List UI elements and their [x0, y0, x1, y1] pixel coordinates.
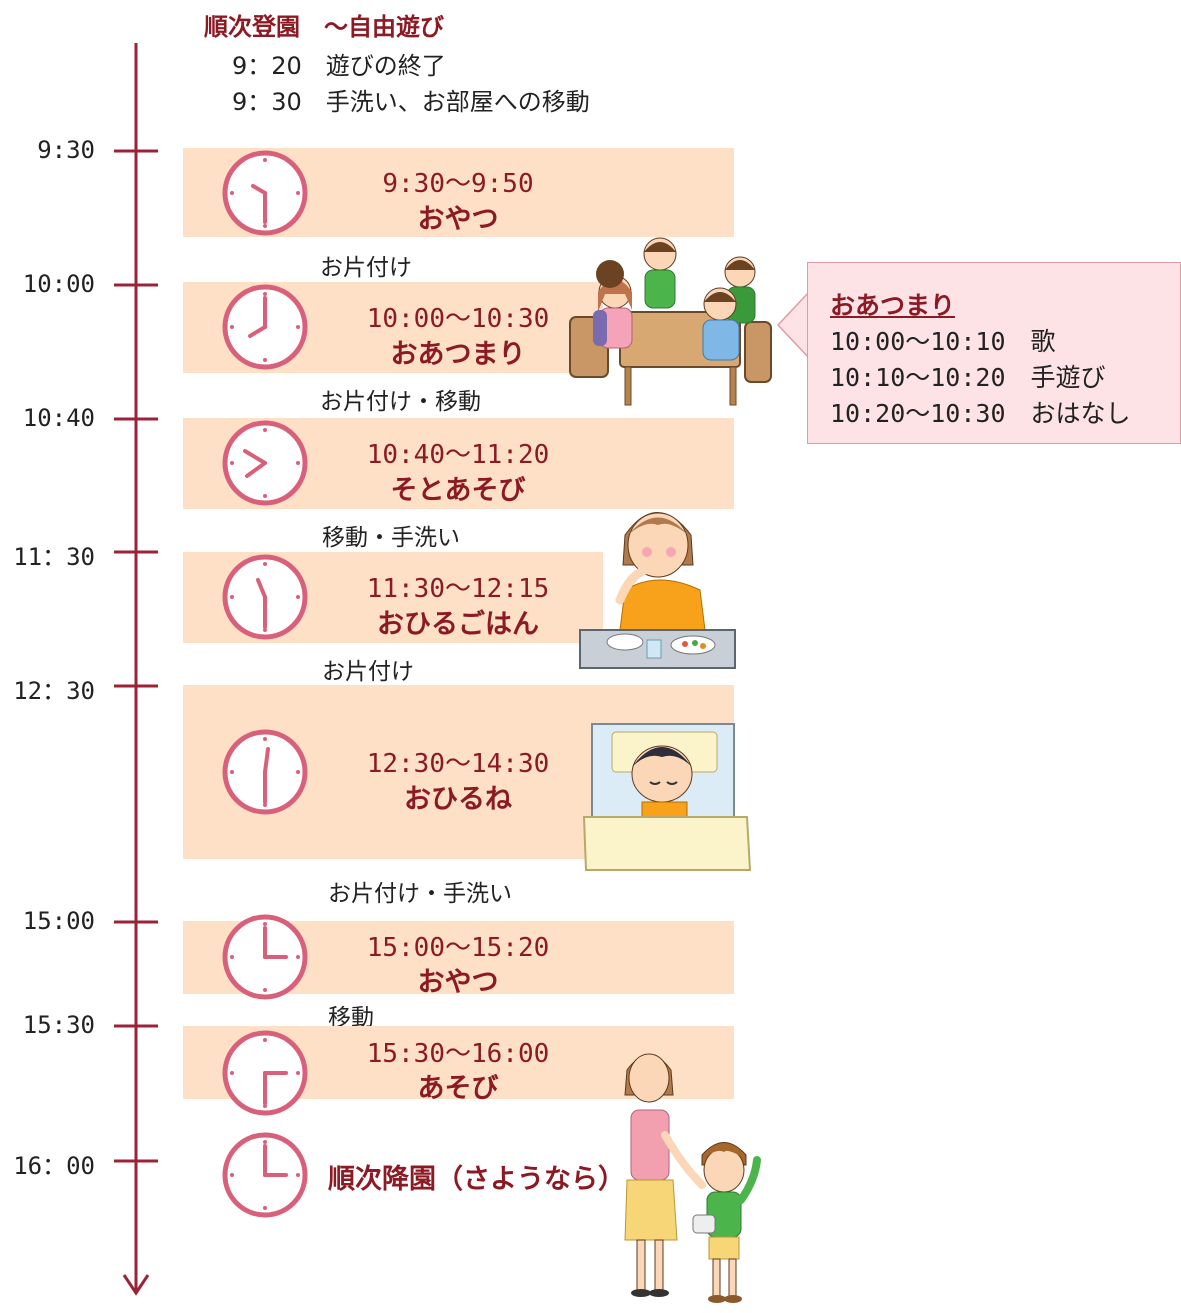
block-time: 11:30～12:15	[366, 574, 550, 604]
gathering-details-callout	[807, 262, 1181, 444]
transition-label: お片付け・手洗い	[328, 881, 512, 907]
block-time: 15:30～16:00	[366, 1039, 550, 1069]
block-name: あそび	[417, 1073, 499, 1104]
child-eating-illustration	[579, 512, 736, 669]
time-label: 10:40	[22, 404, 95, 432]
clock-icon	[222, 554, 308, 640]
clock-icon	[222, 420, 308, 506]
transition-label: 移動・手洗い	[322, 525, 460, 551]
block-name: そとあそび	[390, 475, 526, 506]
block-name: おあつまり	[390, 339, 526, 370]
clock-icon	[222, 1030, 308, 1116]
intro-line-1: 9：20 遊びの終了	[232, 52, 446, 80]
block-name: おやつ	[417, 204, 499, 235]
transition-label: お片付け	[320, 255, 412, 281]
block-name: おひるね	[404, 784, 512, 815]
time-label: 11：30	[13, 543, 95, 571]
block-name: おやつ	[417, 967, 499, 998]
children-gathering-illustration	[569, 237, 772, 406]
block-time: 10:00～10:30	[366, 304, 550, 334]
child-napping-illustration	[582, 723, 752, 871]
clock-icon	[222, 729, 308, 815]
callout-pointer	[776, 290, 810, 360]
intro-title: 順次登園 ～自由遊び	[204, 13, 444, 41]
time-label: 15:30	[22, 1011, 95, 1039]
block-time: 10:40～11:20	[366, 440, 550, 470]
block-name: おひるごはん	[377, 609, 539, 640]
clock-icon	[222, 1132, 308, 1218]
going-home-illustration	[624, 1053, 761, 1303]
intro-line-2: 9：30 手洗い、お部屋への移動	[232, 88, 590, 116]
clock-icon	[222, 150, 308, 236]
callout-line: 10:10～10:20 手遊び	[830, 363, 1106, 392]
transition-label: お片付け	[322, 659, 414, 685]
callout-line: 10:00～10:10 歌	[830, 327, 1056, 356]
time-label: 10:00	[22, 270, 95, 298]
block-time: 9:30～9:50	[382, 169, 534, 199]
callout-line: 10:20～10:30 おはなし	[830, 399, 1131, 428]
time-label: 9:30	[37, 136, 95, 164]
transition-label: お片付け・移動	[320, 389, 481, 415]
clock-icon	[222, 914, 308, 1000]
final-pickup-label: 順次降園（さようなら）	[328, 1164, 625, 1195]
block-time: 12:30～14:30	[366, 749, 550, 779]
time-label: 15:00	[22, 907, 95, 935]
timeline-axis	[114, 43, 158, 1296]
callout-title: おあつまり	[830, 291, 956, 320]
time-label: 12：30	[13, 677, 95, 705]
time-label: 16：00	[13, 1152, 95, 1180]
block-time: 15:00～15:20	[366, 933, 550, 963]
clock-icon	[222, 284, 308, 370]
